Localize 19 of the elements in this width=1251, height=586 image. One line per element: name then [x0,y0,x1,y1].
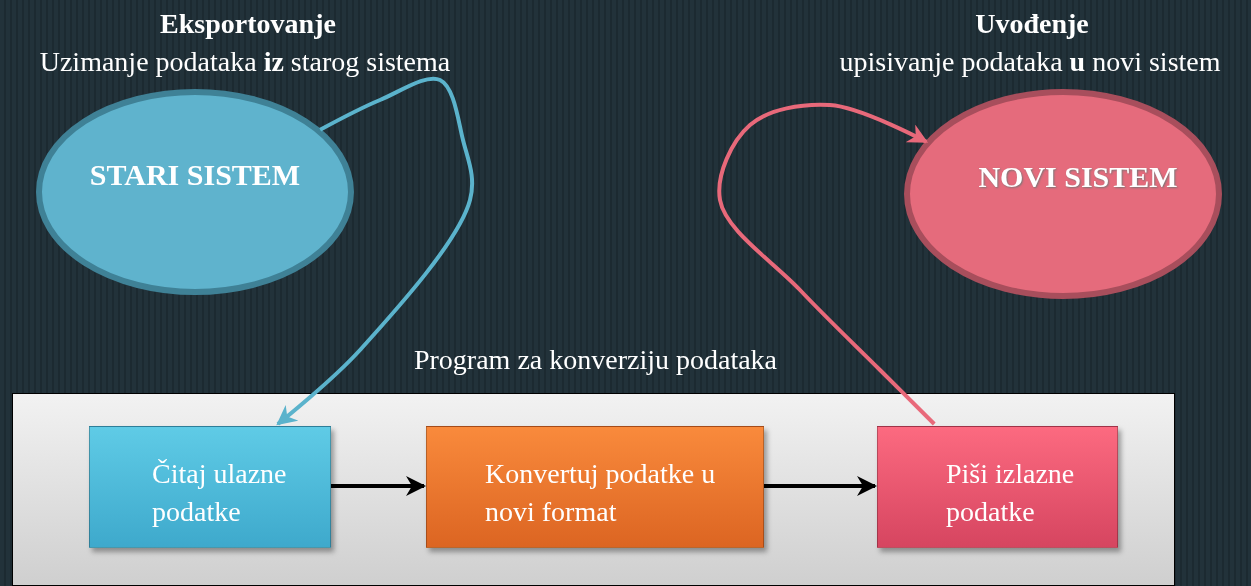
section-description: Uzimanje podataka iz starog sistema [38,46,452,78]
section-heading: Uvođenje [974,8,1090,40]
process-box [89,426,331,548]
panel-title: Program za konverziju podataka [412,344,779,376]
process-box [426,426,764,548]
arrow [717,102,936,426]
system-ellipse [903,88,1223,300]
arrow [331,476,426,496]
system-ellipse [35,88,355,296]
system-label: STARI SISTEM [88,158,302,192]
process-label: Piši izlazne podatke [946,457,1076,529]
process-label: Čitaj ulazne podatke [152,457,288,529]
arrow [276,76,475,426]
section-heading: Eksportovanje [159,8,337,40]
process-box [877,426,1118,548]
section-description: upisivanje podataka u novi sistem [838,46,1222,78]
arrow [764,476,877,496]
system-label: NOVI SISTEM [977,160,1179,194]
process-label: Konvertuj podatke u novi format [485,457,717,529]
